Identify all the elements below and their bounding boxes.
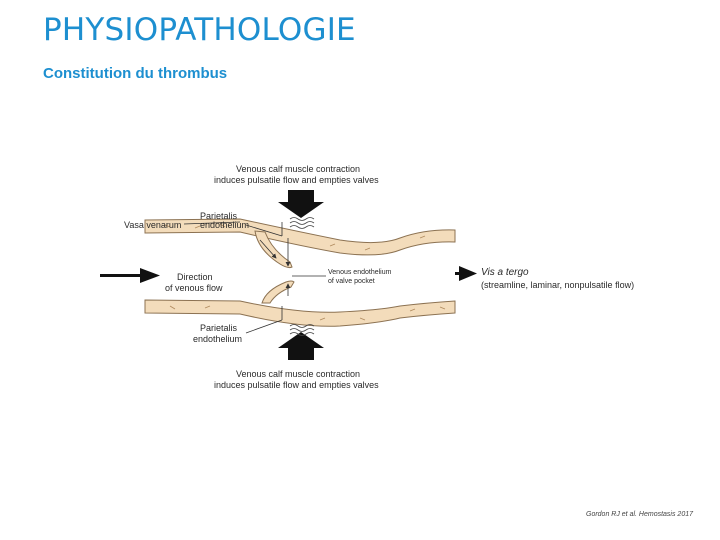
top-contraction-line1: Venous calf muscle contraction — [236, 164, 360, 174]
contraction-arrow-top — [278, 190, 324, 218]
parietalis-bottom-line1: Parietalis — [200, 323, 238, 333]
top-contraction-line2: induces pulsatile flow and empties valve… — [214, 175, 379, 185]
valve-leaflet-upper — [254, 230, 293, 269]
slide-subtitle: Constitution du thrombus — [43, 65, 228, 82]
slide-title: PHYSIOPATHOLOGIE — [43, 12, 356, 48]
contraction-arrow-bottom — [278, 332, 324, 360]
parietalis-top-line1: Parietalis — [200, 211, 238, 221]
wall-texture — [164, 223, 446, 321]
parietalis-bottom-line2: endothelium — [193, 334, 242, 344]
vis-a-tergo-detail: (streamline, laminar, nonpulsatile flow) — [481, 280, 634, 290]
vessel-wall-bottom — [144, 299, 456, 327]
direction-line1: Direction — [177, 272, 213, 282]
valve-pocket-line1: Venous endothelium — [328, 269, 392, 276]
leader-lines — [183, 221, 326, 334]
vasa-venarum-label: Vasa venarum — [124, 220, 181, 230]
valve-pocket-line2: of valve pocket — [328, 278, 375, 285]
vessel-wall-top — [144, 218, 456, 256]
bottom-contraction-line1: Venous calf muscle contraction — [236, 369, 360, 379]
valve-leaflet-lower — [261, 280, 295, 304]
direction-arrow-left — [100, 268, 160, 283]
vis-a-tergo-arrow — [455, 266, 477, 281]
direction-line2: of venous flow — [165, 283, 223, 293]
citation-caption: Gordon RJ et al. Hemostasis 2017 — [586, 511, 693, 518]
pulsation-waves-top — [289, 217, 315, 229]
pulsation-waves-bottom — [289, 324, 315, 336]
parietalis-top-line2: endothelium — [200, 220, 249, 230]
bottom-contraction-line2: induces pulsatile flow and empties valve… — [214, 380, 379, 390]
vis-a-tergo-label: Vis a tergo — [481, 267, 529, 278]
